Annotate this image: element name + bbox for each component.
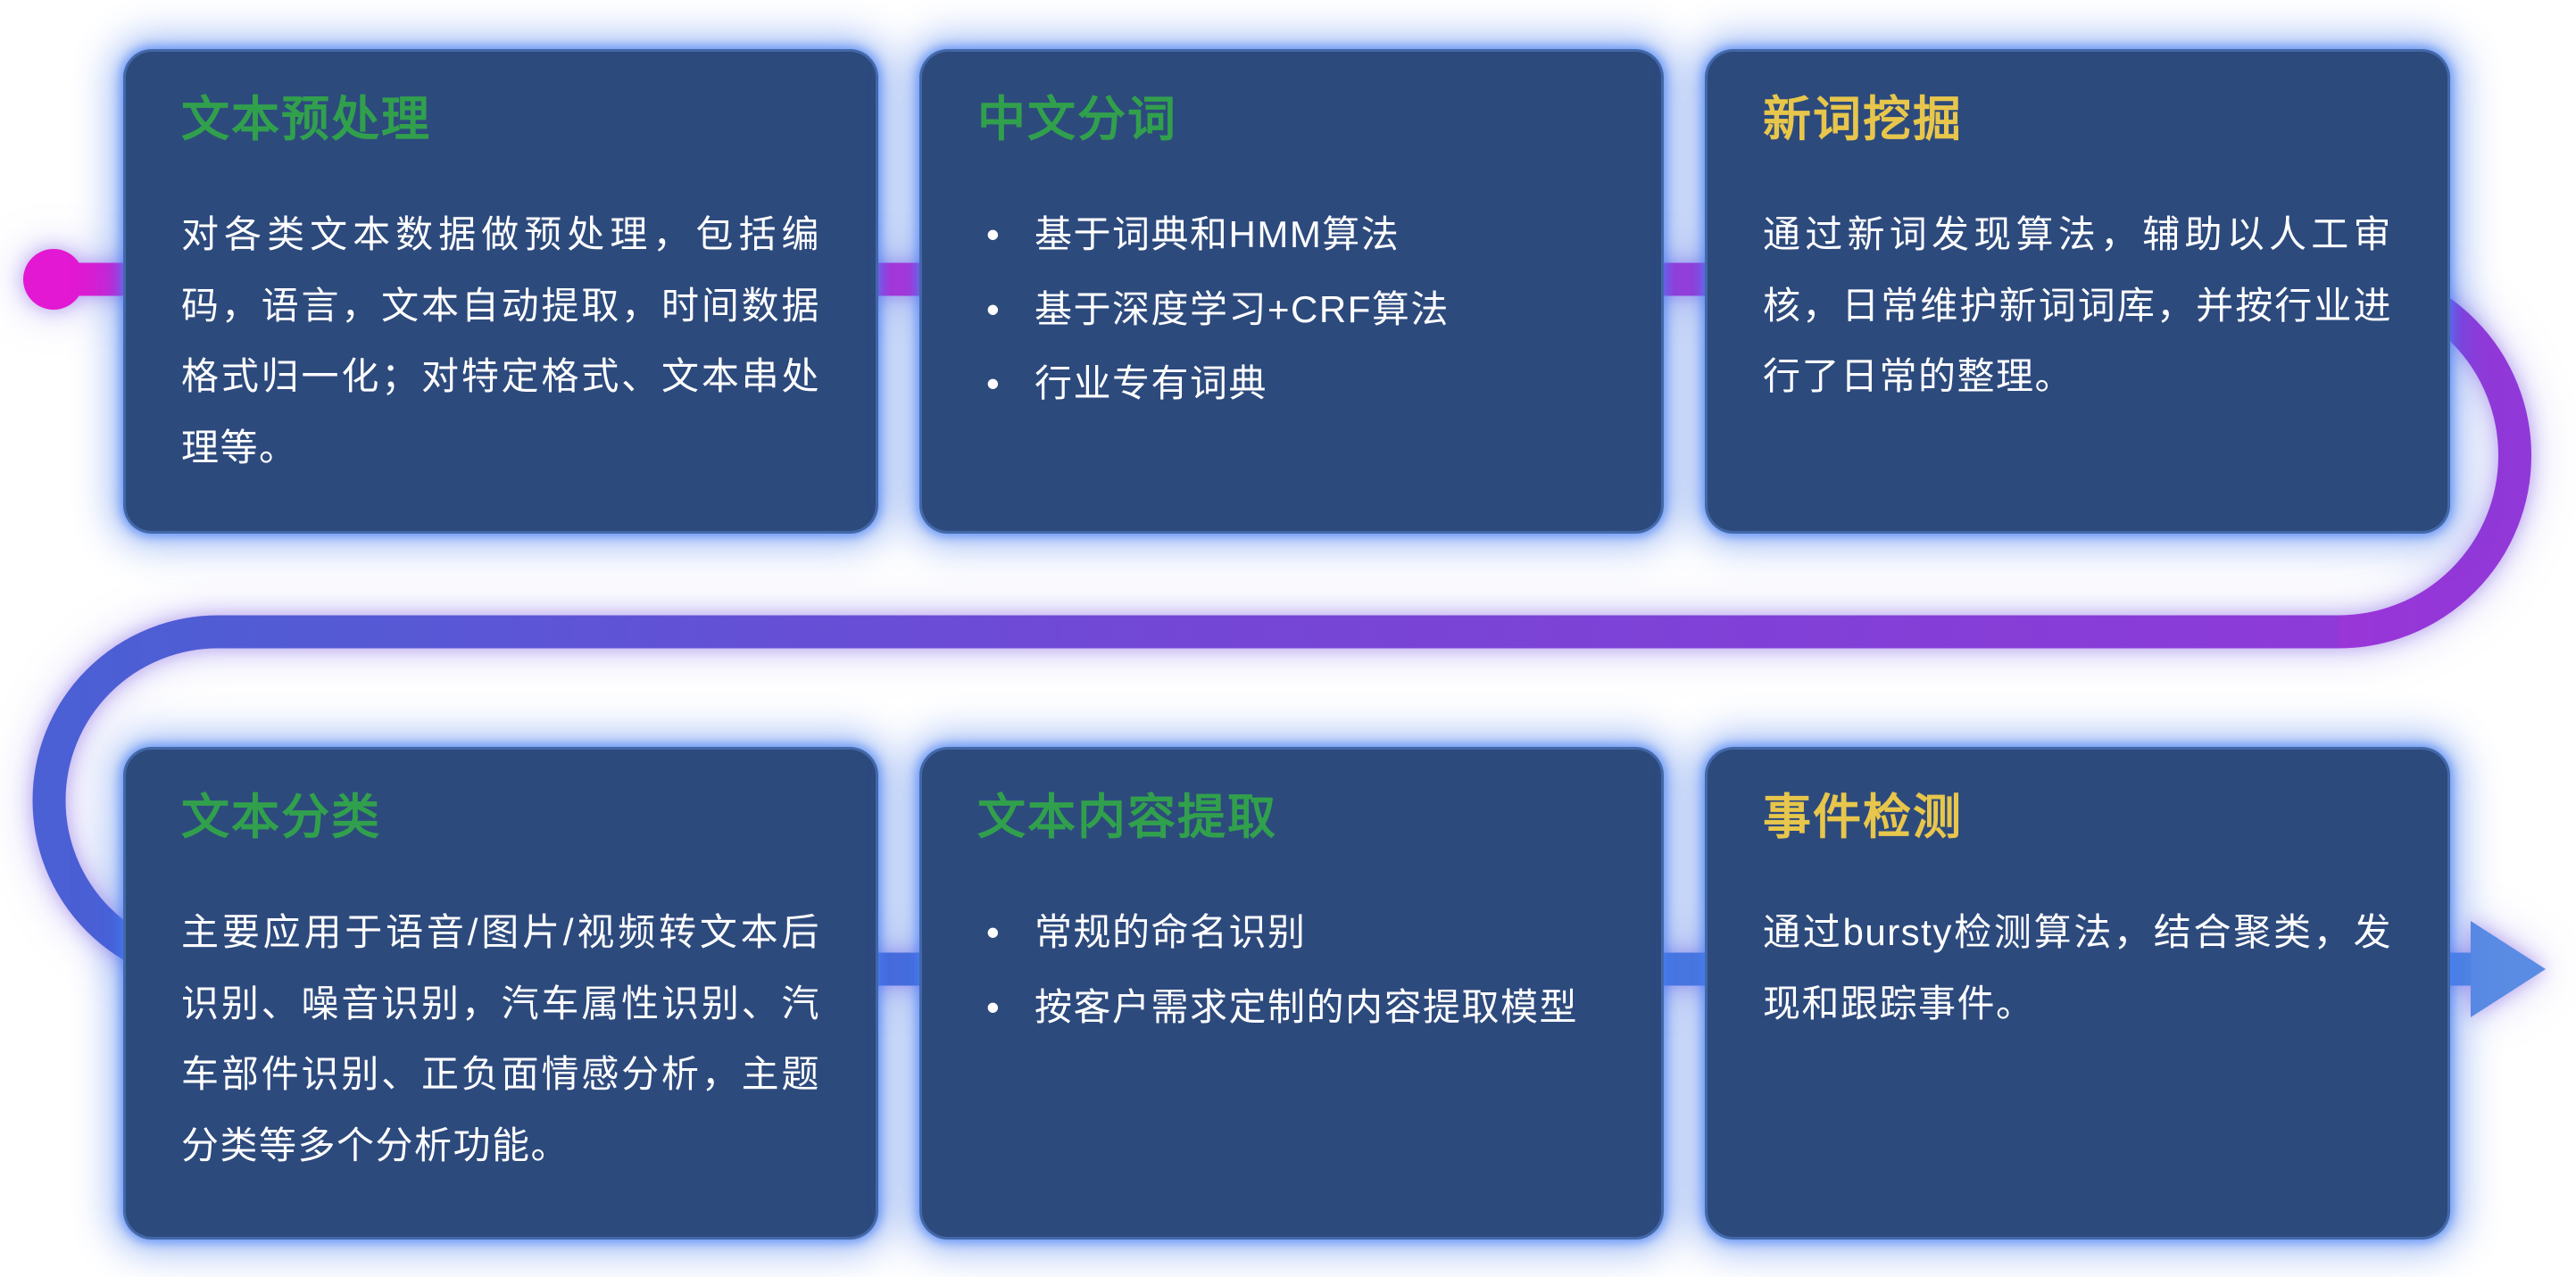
card-body: 主要应用于语音/图片/视频转文本后识别、噪音识别，汽车属性识别、汽车部件识别、正…: [181, 910, 820, 1167]
bullet-item: 常规的命名识别: [977, 897, 1606, 968]
card-title: 文本内容提取: [977, 791, 1277, 844]
card-title: 文本分类: [181, 791, 381, 844]
card-bullets: 基于词典和HMM算法 基于深度学习+CRF算法 行业专有词典: [977, 199, 1606, 419]
card-body: 通过新词发现算法，辅助以人工审核，日常维护新词词库，并按行业进行了日常的整理。: [1763, 212, 2392, 398]
flow-arrow-icon: [2471, 921, 2546, 1017]
card-text-content-extraction: 文本内容提取 常规的命名识别 按客户需求定制的内容提取模型: [919, 747, 1664, 1240]
card-title: 中文分词: [977, 93, 1177, 146]
card-chinese-word-segmentation: 中文分词 基于词典和HMM算法 基于深度学习+CRF算法 行业专有词典: [919, 49, 1664, 534]
card-text-classification: 文本分类 主要应用于语音/图片/视频转文本后识别、噪音识别，汽车属性识别、汽车部…: [123, 747, 878, 1240]
bullet-item: 基于词典和HMM算法: [977, 199, 1606, 270]
flow-start-dot: [23, 249, 84, 310]
card-new-word-mining: 新词挖掘 通过新词发现算法，辅助以人工审核，日常维护新词词库，并按行业进行了日常…: [1705, 49, 2450, 534]
card-text-preprocessing: 文本预处理 对各类文本数据做预处理，包括编码，语言，文本自动提取，时间数据格式归…: [123, 49, 878, 534]
bullet-item: 基于深度学习+CRF算法: [977, 274, 1606, 345]
card-body: 通过bursty检测算法，结合聚类，发现和跟踪事件。: [1763, 910, 2392, 1024]
bullet-item: 按客户需求定制的内容提取模型: [977, 972, 1606, 1043]
card-title: 事件检测: [1763, 791, 1963, 844]
card-title: 新词挖掘: [1763, 93, 1963, 146]
card-title: 文本预处理: [181, 93, 431, 146]
card-event-detection: 事件检测 通过bursty检测算法，结合聚类，发现和跟踪事件。: [1705, 747, 2450, 1240]
card-body: 对各类文本数据做预处理，包括编码，语言，文本自动提取，时间数据格式归一化；对特定…: [181, 212, 820, 469]
card-bullets: 常规的命名识别 按客户需求定制的内容提取模型: [977, 897, 1606, 1043]
bullet-item: 行业专有词典: [977, 348, 1606, 419]
